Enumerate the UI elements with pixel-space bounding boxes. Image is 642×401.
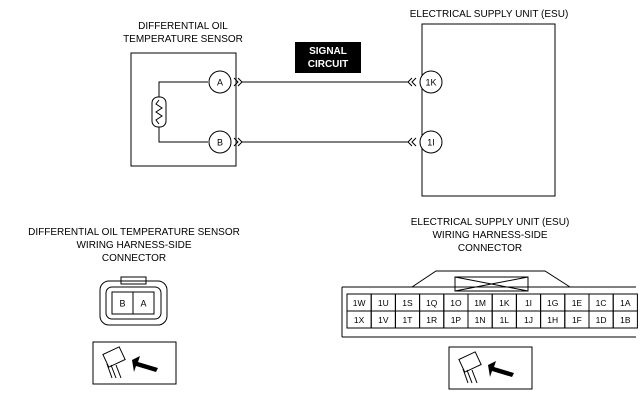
esu-connector-pin-1i: 1I xyxy=(525,298,532,308)
esu-pin-1k-label: 1K xyxy=(425,78,436,88)
connector-disconnect-chevron-icon xyxy=(233,77,243,87)
esu-pin-1k: 1K xyxy=(419,70,443,94)
connector-disconnect-chevron-icon xyxy=(233,137,243,147)
esu-connector-pin-1o: 1O xyxy=(450,298,462,308)
sensor-connector-title-line2: WIRING HARNESS-SIDE xyxy=(76,240,191,251)
sensor-connector-title-line1: DIFFERENTIAL OIL TEMPERATURE SENSOR xyxy=(28,227,240,238)
sensor-connector-face: B A xyxy=(99,276,168,326)
sensor-connector-title-line3: CONNECTOR xyxy=(102,253,166,264)
esu-box xyxy=(421,23,556,197)
esu-connector-pin-1f: 1F xyxy=(572,315,582,325)
esu-connector-pin-1d: 1D xyxy=(596,315,607,325)
esu-connector-title-line1: ELECTRICAL SUPPLY UNIT (ESU) xyxy=(411,217,570,228)
connector-disconnect-chevron-icon xyxy=(407,137,417,147)
sensor-pin-b: B xyxy=(208,130,232,154)
sensor-pin-b-label: B xyxy=(217,138,223,148)
connector-disconnect-chevron-icon xyxy=(407,77,417,87)
esu-connector-pin-1w: 1W xyxy=(353,298,366,308)
resistor-symbol-icon xyxy=(151,96,167,128)
esu-title: ELECTRICAL SUPPLY UNIT (ESU) xyxy=(410,9,569,20)
esu-connector-pin-1c: 1C xyxy=(596,298,607,308)
sensor-connector-pin-a: A xyxy=(140,299,146,309)
esu-connector-pin-1m: 1M xyxy=(474,298,486,308)
esu-connector-title-line2: WIRING HARNESS-SIDE xyxy=(432,230,547,241)
esu-connector-pin-1e: 1E xyxy=(572,298,583,308)
esu-connector-pin-1n: 1N xyxy=(475,315,486,325)
sensor-internal-wiring xyxy=(158,81,208,143)
esu-connector-pin-1u: 1U xyxy=(378,298,389,308)
esu-connector-pin-1g: 1G xyxy=(547,298,558,308)
esu-connector-pin-1h: 1H xyxy=(547,315,558,325)
esu-connector-pin-1k: 1K xyxy=(499,298,510,308)
connector-view-arrow-icon xyxy=(92,341,177,385)
esu-connector-pin-1r: 1R xyxy=(426,315,437,325)
esu-connector-pin-grid: 1W 1U 1S 1Q 1O 1M 1K 1I 1G 1E 1C 1A 1X 1V 1T 1R 1P 1N 1L 1J… xyxy=(346,293,638,329)
esu-pin-1i: 1I xyxy=(419,130,443,154)
esu-connector-pin-1v: 1V xyxy=(378,315,389,325)
esu-connector-pin-1l: 1L xyxy=(500,315,510,325)
esu-connector-pin-1b: 1B xyxy=(620,315,631,325)
sensor-pin-a-label: A xyxy=(217,78,223,88)
esu-connector-pin-1a: 1A xyxy=(620,298,631,308)
esu-connector-pin-1t: 1T xyxy=(403,315,413,325)
esu-connector-pin-1s: 1S xyxy=(402,298,413,308)
esu-connector-face: 1W 1U 1S 1Q 1O 1M 1K 1I 1G 1E 1C 1A 1X 1V 1T 1R 1P 1N 1L 1J… xyxy=(341,270,638,338)
signal-circuit-line2: CIRCUIT xyxy=(308,59,349,70)
sensor-box xyxy=(130,52,237,167)
sensor-connector-pin-b: B xyxy=(119,299,125,309)
signal-circuit-label: SIGNAL CIRCUIT xyxy=(295,42,361,73)
connector-view-arrow-icon xyxy=(448,346,533,390)
sensor-title-line1: DIFFERENTIAL OIL xyxy=(138,21,228,32)
signal-circuit-line1: SIGNAL xyxy=(309,46,347,57)
esu-pin-1i-label: 1I xyxy=(427,138,435,148)
esu-connector-pin-1j: 1J xyxy=(524,315,533,325)
esu-connector-pin-1q: 1Q xyxy=(426,298,438,308)
esu-connector-cell xyxy=(612,310,638,329)
esu-connector-pin-1x: 1X xyxy=(354,315,365,325)
esu-connector-title-line3: CONNECTOR xyxy=(458,243,522,254)
sensor-pin-a: A xyxy=(208,70,232,94)
sensor-title-line2: TEMPERATURE SENSOR xyxy=(123,34,243,45)
esu-connector-pin-1p: 1P xyxy=(451,315,462,325)
